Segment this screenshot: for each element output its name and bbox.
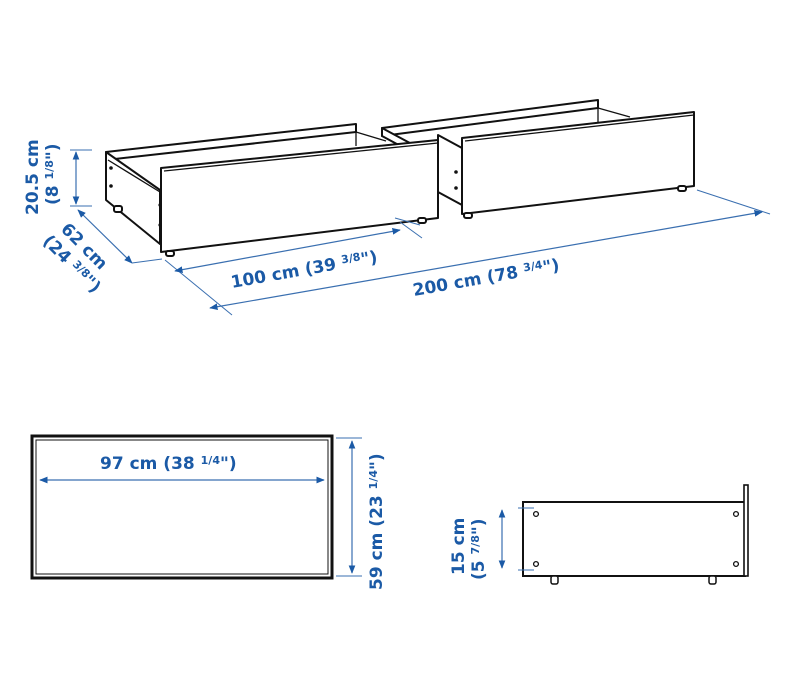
drawer-side-outline	[522, 501, 746, 577]
drawer-right-front-panel	[461, 111, 695, 215]
height-label-metric: 20.5 cm	[23, 139, 43, 215]
single-width-label: 100 cm (39 3/8")	[229, 247, 379, 292]
drawer-left-foot	[417, 217, 427, 224]
top-view: 97 cm (38 1/4") 59 cm (23 1/4")	[30, 434, 387, 590]
total-width-label: 200 cm (78 3/4")	[411, 255, 561, 300]
height-dimension: 20.5 cm (8 1/8")	[23, 139, 92, 215]
total-width-arrow	[209, 209, 763, 311]
depth-dimension-arrow	[77, 209, 133, 264]
perspective-view: 20.5 cm (8 1/8") 62 cm (24 3/8") 100 cm …	[23, 99, 771, 316]
drawer-foot	[708, 575, 717, 585]
drawer-top-outline	[30, 434, 334, 580]
drawer-right-side-visible	[437, 134, 463, 206]
screw-hole	[732, 510, 740, 518]
drawer-left-side-panel	[105, 151, 161, 245]
drawer-left-foot	[113, 205, 123, 213]
drawer-front-panel-edge	[743, 484, 749, 577]
drawer-left	[105, 123, 439, 257]
screw-hole	[532, 510, 540, 518]
height-label-imperial: (8 1/8")	[43, 144, 63, 206]
inner-width-label: 97 cm (38 1/4")	[100, 454, 237, 474]
inner-height-label-imperial: (5 7/8")	[469, 519, 489, 581]
screw-hole	[732, 560, 740, 568]
drawer-right-foot	[463, 212, 473, 219]
screw-hole	[532, 560, 540, 568]
side-view: 15 cm (5 7/8")	[449, 484, 749, 585]
inner-height-label-metric: 15 cm	[449, 518, 469, 575]
drawer-right-foot	[677, 185, 687, 192]
drawer-left-foot	[165, 250, 175, 257]
drawer-foot	[550, 575, 559, 585]
drawer-top-inner	[35, 439, 329, 575]
inner-depth-label: 59 cm (23 1/4")	[367, 453, 387, 590]
